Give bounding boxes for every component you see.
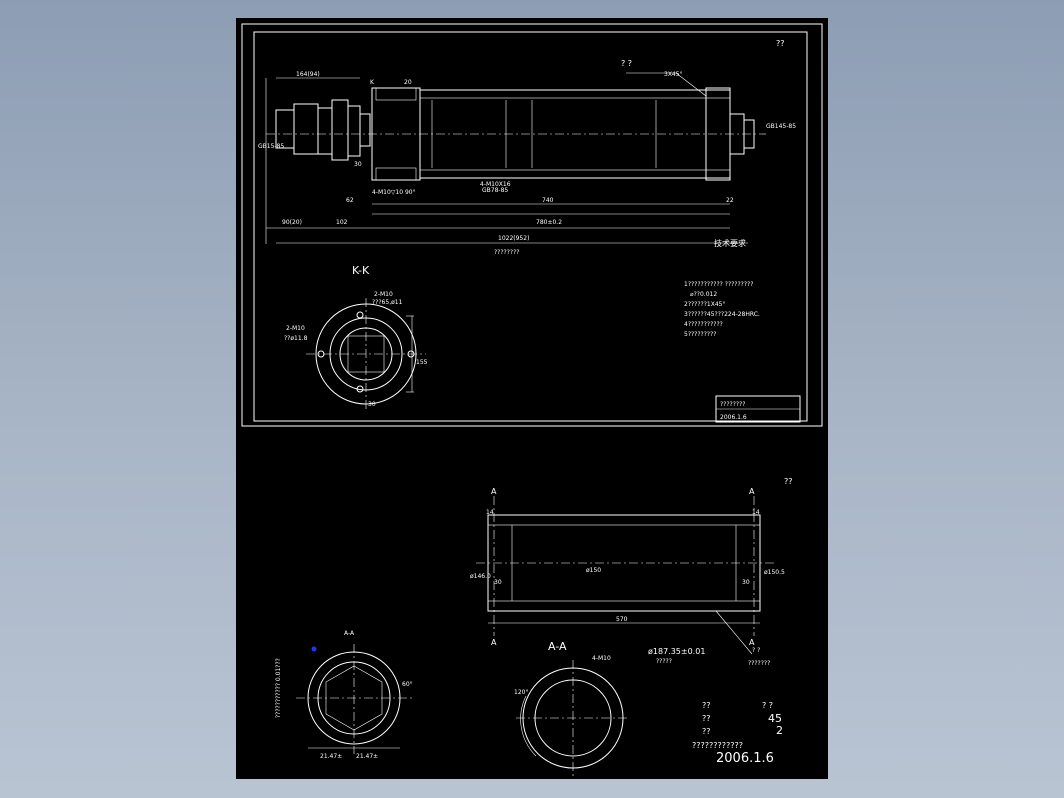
pb-r3b: 2 [776,724,783,737]
shaft-labels: 164(94) K 20 ? ? 3X45° ?? GB15-85 GB145-… [258,39,796,256]
tech-requirements: 技术要求 1??????????? ????????? ⌀??0.012 2??… [684,238,760,338]
roughness-top: ?? [776,39,785,48]
sections-label: ? ? [621,59,632,68]
small-aa-title: A-A [344,630,355,637]
kk-label2b: ??ø11.8 [284,335,308,342]
sleeve-note1: ????? [656,658,672,665]
pb-r3a: ?? [702,727,711,736]
shaft-assembly [265,72,766,244]
sleeve-d30-left: 30 [494,579,502,586]
shaft-bottom-label: ???????? [494,249,519,256]
kk-label1b: ???65,ø11 [372,299,403,306]
holes-label: 4-M10X16 [480,181,511,188]
tech-line-1: 1??????????? ????????? [684,281,753,288]
kk-label1: 2-M10 [374,291,393,298]
chamfer-label: 3X45° [664,71,683,78]
dim-102: 102 [336,219,348,226]
dim-90: 90(20) [282,219,302,226]
dim-780: 780±0.2 [536,219,562,226]
small-aa-d2: 21.47± [356,753,378,760]
sleeve-note3: ??????? [748,660,770,667]
tech-line-2: ⌀??0.012 [690,291,717,298]
dim-740: 740 [542,197,554,204]
small-aa-angle: 60° [402,681,413,688]
title-block-upper: ???????? 2006.1.6 [715,395,801,423]
sleeve-dia-note: ø187.35±0.01 [648,647,705,656]
sleeve-d30-right: 30 [742,579,750,586]
upper-outer-frame [241,23,823,427]
dim-22: 22 [726,197,734,204]
drawing-sheet: 164(94) K 20 ? ? 3X45° ?? GB15-85 GB145-… [236,18,828,779]
tb-row2: 2006.1.6 [720,414,747,421]
kk-label2: 2-M10 [286,325,305,332]
upper-inner-frame [253,31,808,422]
sleeve-dia-left: ø146.0 [470,573,491,580]
marker-dot [311,646,317,652]
aa-label: 4-M10 [592,655,611,662]
kk-title: K-K [352,264,370,277]
gb-right: GB145-85 [766,123,796,130]
sleeve-d14-left: 14 [486,509,494,516]
kk-dim155: 155 [416,359,428,366]
sleeve-a-top-left: A [491,487,497,496]
tb-row1: ???????? [720,401,745,408]
sleeve-d570: 570 [616,616,628,623]
small-aa-d1: 21.47± [320,753,342,760]
pb-r2a: ?? [702,714,711,723]
tech-title: 技术要求 [714,238,746,248]
dim-62: 62 [346,197,354,204]
sleeve-roughness: ?? [784,477,793,486]
sleeve-dia-mid: ø150 [586,567,601,574]
cad-drawing: 164(94) K 20 ? ? 3X45° ?? GB15-85 GB145-… [241,23,823,776]
pb-r1a: ?? [702,701,711,710]
pb-date: 2006.1.6 [716,751,774,766]
sleeve-a-bottom-left: A [491,638,497,647]
tech-line-4: 3??????45???224-28HRC. [684,311,760,318]
sleeve-drawing: ?? A A A A 14 14 30 30 570 ø150 ø146.0 ø… [470,477,793,667]
tech-line-5: 4??????????? [684,321,723,328]
kk-dim30: 30 [368,401,376,408]
pb-r4: ???????????? [692,741,743,750]
holes-gb: GB78-85 [482,187,508,194]
k-mark: K [370,79,375,86]
dim-30: 30 [354,161,362,168]
sleeve-a-top-right: A [749,487,755,496]
dim-20: 20 [404,79,412,86]
aa-angle: 120° [514,689,528,696]
aa-title: A-A [548,640,567,653]
dim-1022: 1022(952) [498,235,529,242]
aa-section: A-A 4-M10 120° [514,640,630,776]
part-block: ?? ? ? ?? 45 ?? 2 ???????????? 2006.1.6 [692,701,783,766]
gb-left: GB15-85 [258,143,284,150]
tech-line-6: 5????????? [684,331,716,338]
pb-r1b: ? ? [762,701,773,710]
sleeve-dia-right: ø150.5 [764,569,785,576]
small-aa-section: A-A 21.47± 21.47± 60° ??????????? 0.01??… [275,630,413,760]
kk-section: K-K 2-M10 ???65,ø11 2-M10 ??ø11.8 155 30 [284,264,428,410]
small-aa-side: ??????????? 0.01??? [275,658,282,718]
sleeve-note2: ? ? [752,647,760,654]
hole-depth: 4-M10▽10 90° [372,189,416,196]
dim-left-length: 164(94) [296,71,320,78]
pb-r2b: 45 [768,712,782,725]
sleeve-d14-right: 14 [752,509,760,516]
sleeve-a-bottom-right: A [749,638,755,647]
tech-line-3: 2??????1X45° [684,301,726,308]
